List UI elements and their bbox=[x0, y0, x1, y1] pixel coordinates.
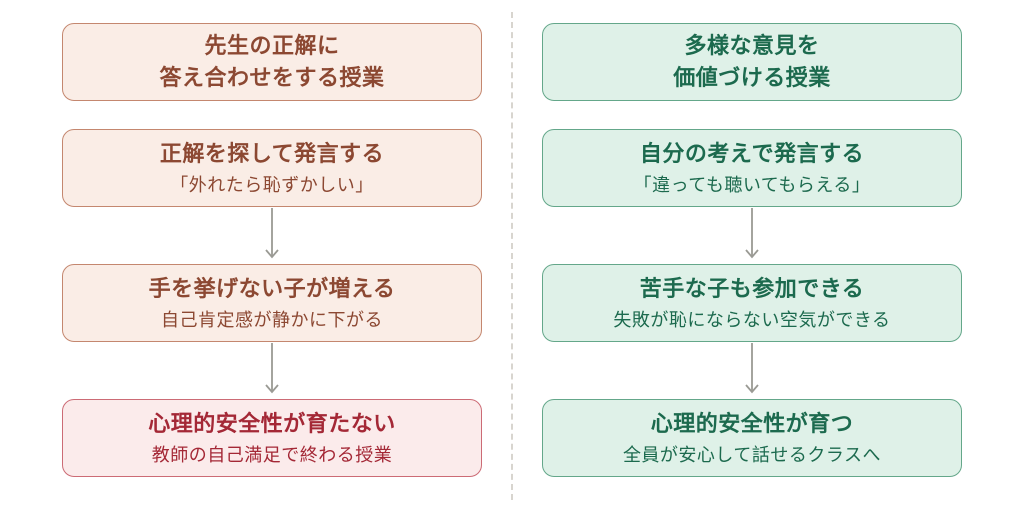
right-header-line2: 価値づける授業 bbox=[673, 65, 831, 90]
left-header-line1: 先生の正解に bbox=[204, 33, 340, 59]
right-step-1-box: 自分の考えで発言する 「違っても聴いてもらえる」 bbox=[542, 129, 962, 207]
right-step-2-title: 苦手な子も参加できる bbox=[639, 275, 865, 301]
left-step-1-box: 正解を探して発言する 「外れたら恥ずかしい」 bbox=[62, 129, 482, 207]
right-column-positive-flow: 多様な意見を 価値づける授業 自分の考えで発言する 「違っても聴いてもらえる」 … bbox=[542, 0, 962, 512]
right-step-2-subtitle: 失敗が恥にならない空気ができる bbox=[613, 310, 891, 331]
left-column-negative-flow: 先生の正解に 答え合わせをする授業 正解を探して発言する 「外れたら恥ずかしい」… bbox=[62, 0, 482, 512]
right-outcome-subtitle: 全員が安心して話せるクラスへ bbox=[622, 445, 882, 466]
left-header-line2: 答え合わせをする授業 bbox=[159, 65, 385, 90]
down-arrow-icon bbox=[265, 343, 279, 394]
left-outcome-title: 心理的安全性が育たない bbox=[148, 410, 396, 436]
right-step-1-title: 自分の考えで発言する bbox=[639, 140, 865, 166]
right-header-line1: 多様な意見を bbox=[684, 33, 820, 59]
left-step-2-title: 手を挙げない子が増える bbox=[148, 275, 396, 301]
down-arrow-icon bbox=[745, 208, 759, 259]
right-outcome-title: 心理的安全性が育つ bbox=[650, 410, 854, 436]
left-step-2-subtitle: 自己肯定感が静かに下がる bbox=[161, 310, 383, 331]
column-divider-dashed-line bbox=[511, 12, 513, 500]
right-step-1-subtitle: 「違っても聴いてもらえる」 bbox=[633, 175, 871, 196]
left-outcome-subtitle: 教師の自己満足で終わる授業 bbox=[151, 445, 393, 466]
left-step-1-title: 正解を探して発言する bbox=[159, 140, 385, 166]
left-step-2-box: 手を挙げない子が増える 自己肯定感が静かに下がる bbox=[62, 264, 482, 342]
right-outcome-box: 心理的安全性が育つ 全員が安心して話せるクラスへ bbox=[542, 399, 962, 477]
down-arrow-icon bbox=[745, 343, 759, 394]
left-step-1-subtitle: 「外れたら恥ずかしい」 bbox=[170, 175, 374, 196]
down-arrow-icon bbox=[265, 208, 279, 259]
right-step-2-box: 苦手な子も参加できる 失敗が恥にならない空気ができる bbox=[542, 264, 962, 342]
right-header-box: 多様な意見を 価値づける授業 bbox=[542, 23, 962, 101]
left-header-box: 先生の正解に 答え合わせをする授業 bbox=[62, 23, 482, 101]
left-outcome-box: 心理的安全性が育たない 教師の自己満足で終わる授業 bbox=[62, 399, 482, 477]
